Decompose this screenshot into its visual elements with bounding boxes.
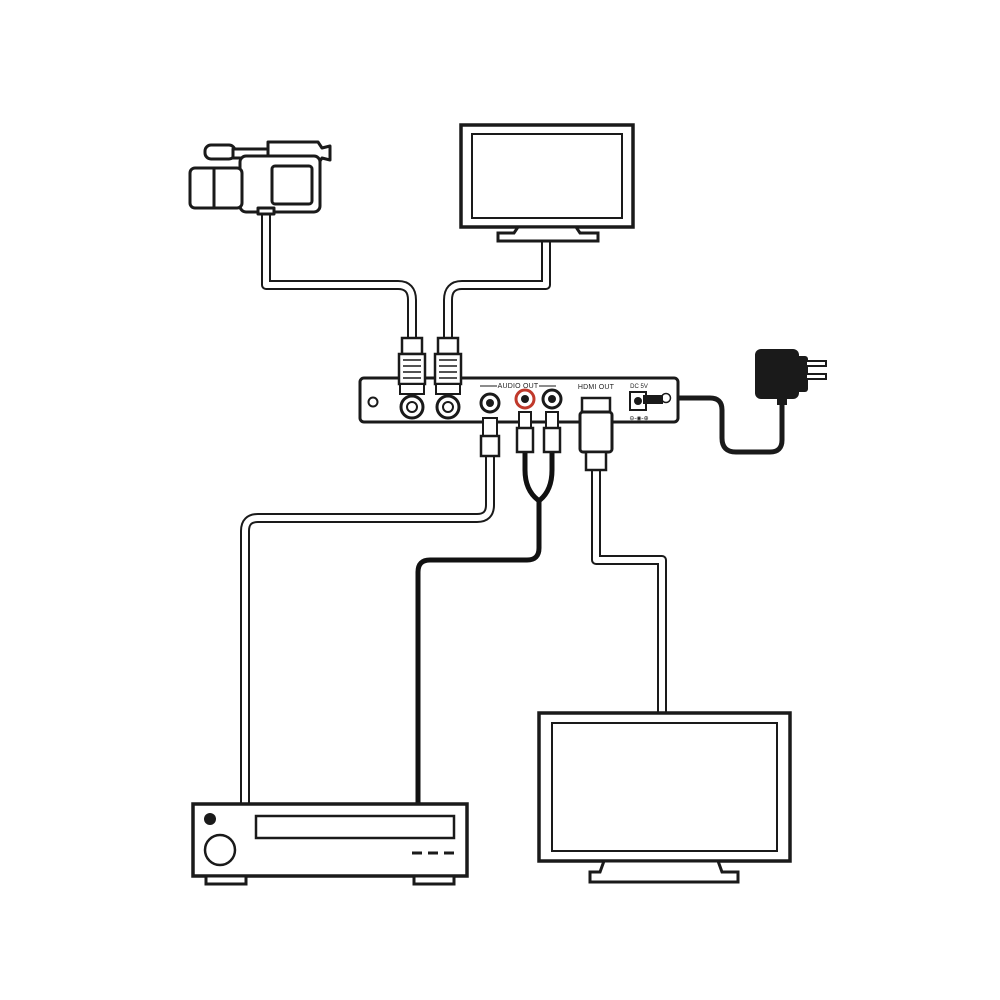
- receiver-foot-right: [412, 874, 456, 886]
- hdmi-tv-icon: [537, 711, 792, 884]
- monitor-stand: [496, 225, 600, 243]
- dc-label: DC 5V: [630, 384, 648, 390]
- hdmi-out-port: HDMI OUT: [578, 384, 615, 472]
- hdmi-out-label: HDMI OUT: [578, 384, 615, 391]
- receiver-display: [254, 814, 456, 840]
- power-adapter-icon: [755, 349, 827, 405]
- coaxial-audio-cable: [240, 450, 495, 810]
- av-receiver-icon: [191, 802, 469, 886]
- adapter-prong-2: [805, 373, 827, 380]
- receiver-volume-knob: [203, 833, 237, 867]
- tv-stand: [588, 859, 740, 884]
- dc-power-port: DC 5V ⊖-◉-⊕: [629, 384, 663, 422]
- rca-audio-cable: [415, 449, 555, 808]
- coaxial-audio-port: [479, 392, 501, 458]
- dc-plug: [643, 395, 663, 404]
- rca-port-white: [541, 388, 563, 454]
- camcorder-sdi-cable: [261, 207, 417, 343]
- camcorder-lcd-screen: [270, 164, 314, 206]
- camcorder-icon: [188, 140, 332, 216]
- camcorder-microphone: [203, 143, 237, 161]
- audio-out-label: AUDIO OUT: [498, 383, 539, 390]
- converter-box-icon: AUDIO OUT HDMI OUT: [358, 336, 680, 472]
- screw-left-icon: [367, 396, 379, 408]
- receiver-power-button: [204, 813, 216, 825]
- camcorder-lens: [188, 166, 244, 210]
- hdmi-cable: [591, 465, 667, 720]
- polarity-label: ⊖-◉-⊕: [629, 416, 648, 422]
- sdi-monitor-icon: [459, 123, 635, 243]
- power-cable: [657, 395, 785, 455]
- adapter-body: [755, 349, 799, 399]
- audio-out-label-group: AUDIO OUT: [480, 380, 556, 390]
- monitor-screen: [471, 133, 623, 219]
- rca-port-red: [514, 388, 536, 454]
- monitor-sdi-cable: [443, 237, 551, 343]
- adapter-prong-1: [805, 360, 827, 367]
- hdmi-plug: [578, 410, 614, 454]
- tv-screen: [551, 722, 778, 852]
- bnc-port-out: [433, 336, 463, 420]
- cables: [240, 207, 785, 810]
- bnc-port-in: [397, 336, 427, 420]
- receiver-foot-left: [204, 874, 248, 886]
